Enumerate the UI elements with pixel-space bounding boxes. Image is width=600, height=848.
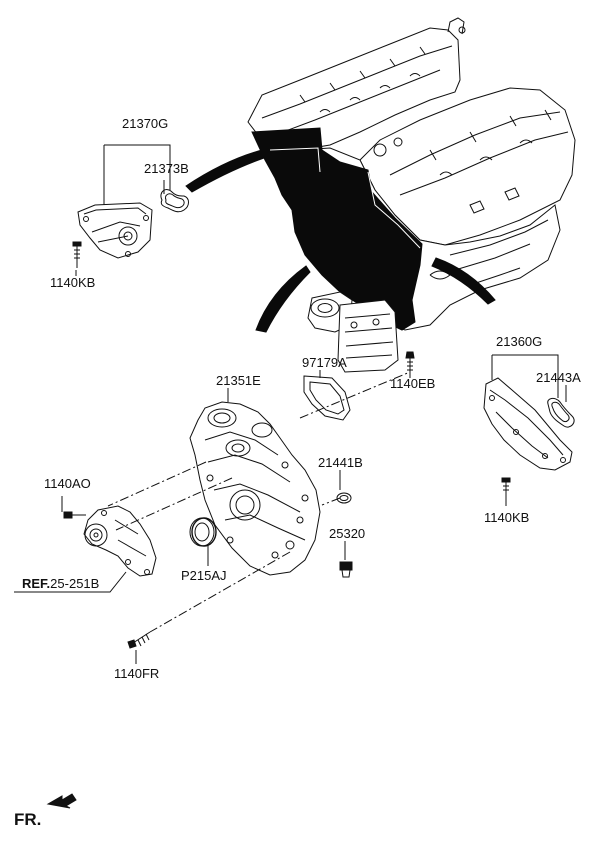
label-21370G: 21370G (122, 116, 169, 131)
label-21441B: 21441B (318, 455, 363, 470)
alignment-lines (107, 371, 411, 633)
label-1140KB-right: 1140KB (484, 510, 530, 525)
label-P215AJ: P215AJ (181, 568, 227, 583)
label-21373B: 21373B (144, 161, 189, 176)
upper-timing-cover-left (72, 144, 189, 268)
label-1140AO: 1140AO (44, 476, 91, 491)
gasket-97179A (303, 375, 351, 421)
timing-cover-right (483, 354, 575, 496)
label-21443A: 21443A (536, 370, 581, 385)
oring-21441B (336, 492, 352, 504)
oil-seal-P215AJ (189, 517, 217, 547)
label-1140KB-left: 1140KB (50, 275, 96, 290)
label-leaders (14, 180, 567, 664)
reference-code: 25-251B (50, 576, 100, 591)
front-direction-label: FR. (14, 810, 42, 829)
label-21360G: 21360G (496, 334, 543, 349)
label-97179A: 97179A (302, 355, 347, 370)
reference-link[interactable]: REF.25-251B (22, 576, 99, 591)
label-21351E: 21351E (216, 373, 261, 388)
bolt-1140FR (127, 631, 151, 649)
front-direction-arrow-icon (46, 793, 77, 809)
label-1140FR: 1140FR (114, 666, 160, 681)
bolt-1140EB (405, 351, 415, 378)
label-25320: 25320 (329, 526, 366, 541)
front-timing-case (189, 401, 321, 576)
label-1140EB: 1140EB (390, 376, 436, 391)
plug-25320 (339, 561, 353, 578)
engine-assembly (185, 17, 576, 373)
water-pump-assembly (63, 505, 157, 577)
reference-prefix: REF. (22, 576, 51, 591)
